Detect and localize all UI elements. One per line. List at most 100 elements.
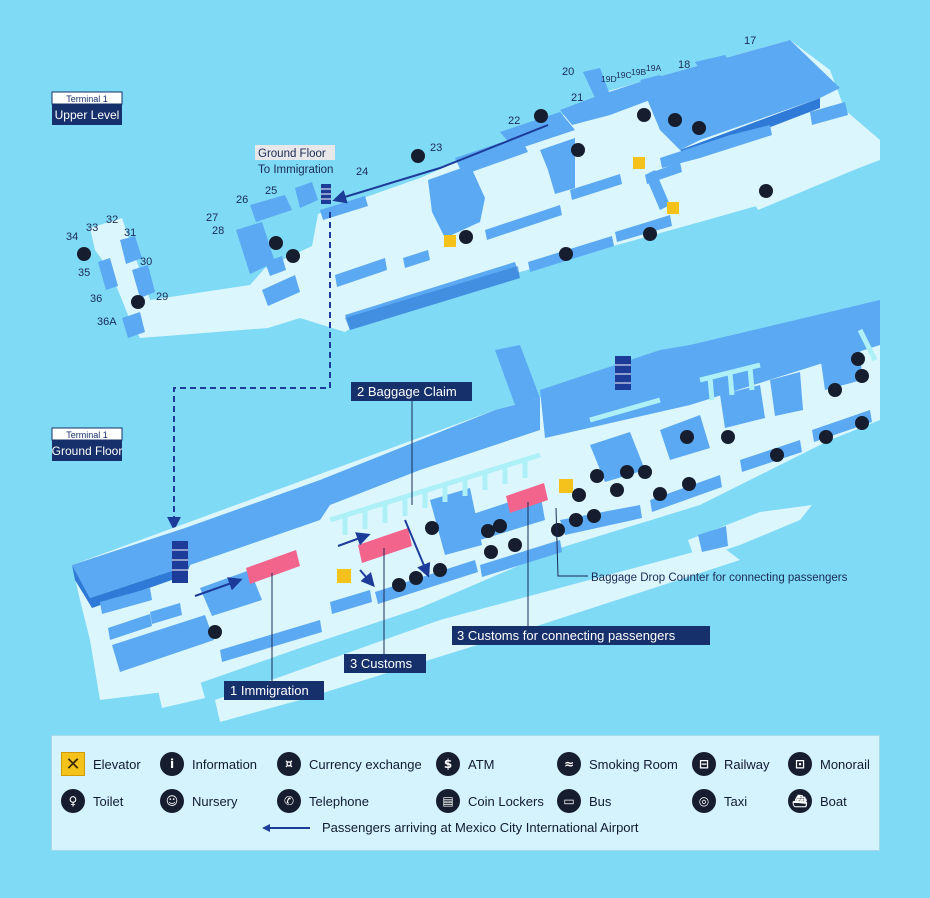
toilet-icon bbox=[590, 469, 604, 483]
gate-25: 25 bbox=[265, 185, 277, 197]
ground-facility-icons bbox=[208, 352, 869, 639]
ground-level-label: Ground Floor bbox=[52, 444, 123, 458]
toilet-icon bbox=[459, 230, 473, 244]
connecting-customs-callout: 3 Customs for connecting passengers bbox=[452, 626, 710, 645]
toilet-icon bbox=[637, 108, 651, 122]
currency-exchange-icon bbox=[433, 563, 447, 577]
legend-item-atm: $ ATM bbox=[436, 751, 494, 777]
telephone-icon bbox=[855, 369, 869, 383]
legend-label: Information bbox=[192, 756, 258, 772]
baggage-drop-label: Baggage Drop Counter for connecting pass… bbox=[591, 572, 848, 584]
legend-label: Currency exchange bbox=[309, 756, 422, 772]
monorail-icon bbox=[759, 184, 773, 198]
gate-36: 36 bbox=[90, 293, 102, 305]
legend-item-toilet: ♀ Toilet bbox=[61, 788, 123, 814]
elevator-icon bbox=[667, 202, 679, 214]
monorail-icon: ⊡ bbox=[788, 752, 812, 776]
legend-arrow-label: Passengers arriving at Mexico City Inter… bbox=[322, 820, 639, 835]
information-icon bbox=[587, 509, 601, 523]
immigration-counter bbox=[246, 550, 300, 584]
legend-label: Nursery bbox=[192, 793, 238, 809]
elevator-icon bbox=[444, 235, 456, 247]
toilet-icon bbox=[851, 352, 865, 366]
currency-exchange-icon bbox=[855, 416, 869, 430]
toilet-icon bbox=[620, 465, 634, 479]
nursery-icon: ☺ bbox=[160, 789, 184, 813]
elevator-icon bbox=[633, 157, 645, 169]
legend-item-information: i Information bbox=[160, 751, 257, 777]
upper-level-label: Upper Level bbox=[55, 108, 120, 122]
legend-item-railway: ⊟ Railway bbox=[692, 751, 770, 777]
atm-icon bbox=[208, 625, 222, 639]
ground-terminal-label: Terminal 1 bbox=[66, 430, 108, 440]
legend-item-boat: ⛴ Boat bbox=[788, 788, 847, 814]
upper-arrival-route bbox=[332, 124, 549, 204]
customs-counter bbox=[358, 528, 412, 563]
ground-floor-note-label: Ground Floor bbox=[258, 148, 326, 160]
currency-exchange-icon bbox=[819, 430, 833, 444]
gate-20: 20 bbox=[562, 66, 574, 78]
immigration-callout: 1 Immigration bbox=[224, 681, 324, 700]
customs-callout: 3 Customs bbox=[344, 654, 426, 673]
gate-22: 22 bbox=[508, 115, 520, 127]
gate-27: 27 bbox=[206, 212, 218, 224]
currency-exchange-icon bbox=[572, 488, 586, 502]
legend-item-smoking-room: ≈ Smoking Room bbox=[557, 751, 678, 777]
legend-arrival-route: Passengers arriving at Mexico City Inter… bbox=[262, 820, 638, 835]
information-icon: i bbox=[160, 752, 184, 776]
ground-escalator-icon bbox=[615, 356, 631, 390]
legend-label: Coin Lockers bbox=[468, 793, 544, 809]
transfer-dashed-route bbox=[167, 212, 331, 531]
legend-item-coin-lockers: ▤ Coin Lockers bbox=[436, 788, 544, 814]
information-icon bbox=[269, 236, 283, 250]
arrow-left-icon bbox=[262, 823, 310, 832]
gate-19d: 19D bbox=[601, 74, 617, 84]
upper-buildings bbox=[98, 40, 848, 338]
gate-19c: 19C bbox=[616, 70, 632, 80]
bus-icon bbox=[643, 227, 657, 241]
toilet-icon bbox=[680, 430, 694, 444]
atm-icon bbox=[638, 465, 652, 479]
currency-exchange-icon bbox=[828, 383, 842, 397]
taxi-icon: ◎ bbox=[692, 789, 716, 813]
upper-level-tag: Terminal 1 Upper Level bbox=[51, 91, 123, 125]
gate-28: 28 bbox=[212, 225, 224, 237]
ground-escalator-icon bbox=[172, 541, 188, 583]
legend-item-taxi: ◎ Taxi bbox=[692, 788, 747, 814]
toilet-icon bbox=[559, 247, 573, 261]
gate-31: 31 bbox=[124, 227, 136, 239]
bus-icon: ▭ bbox=[557, 789, 581, 813]
legend-label: Railway bbox=[724, 756, 770, 772]
legend-label: Smoking Room bbox=[589, 756, 678, 772]
gate-24: 24 bbox=[356, 166, 368, 178]
gate-19a: 19A bbox=[646, 63, 661, 73]
to-immigration-label: To Immigration bbox=[258, 164, 333, 176]
atm-icon: $ bbox=[436, 752, 460, 776]
currency-exchange-icon bbox=[484, 545, 498, 559]
currency-exchange-icon bbox=[610, 483, 624, 497]
legend-label: Boat bbox=[820, 793, 847, 809]
legend-item-telephone: ✆ Telephone bbox=[277, 788, 369, 814]
baggage-claim-label: 2 Baggage Claim bbox=[357, 384, 457, 399]
legend-label: Bus bbox=[589, 793, 612, 809]
legend-label: ATM bbox=[468, 756, 495, 772]
coin-lockers-icon bbox=[493, 519, 507, 533]
coin-lockers-icon bbox=[569, 513, 583, 527]
gate-26: 26 bbox=[236, 194, 248, 206]
currency-exchange-icon bbox=[409, 571, 423, 585]
gate-18: 18 bbox=[678, 59, 690, 71]
ground-main-building bbox=[72, 398, 540, 598]
currency-exchange-icon bbox=[770, 448, 784, 462]
immigration-label: 1 Immigration bbox=[230, 683, 309, 698]
toilet-icon bbox=[286, 249, 300, 263]
ground-arrival-route bbox=[194, 519, 431, 597]
ground-floor-tag: Terminal 1 Ground Floor bbox=[51, 427, 123, 461]
gate-35: 35 bbox=[78, 267, 90, 279]
gate-32: 32 bbox=[106, 214, 118, 226]
railway-icon: ⊟ bbox=[692, 752, 716, 776]
toilet-icon: ♀ bbox=[61, 789, 85, 813]
connecting-customs-label: 3 Customs for connecting passengers bbox=[457, 628, 676, 643]
gate-36a: 36A bbox=[97, 316, 117, 328]
currency-exchange-icon bbox=[425, 521, 439, 535]
